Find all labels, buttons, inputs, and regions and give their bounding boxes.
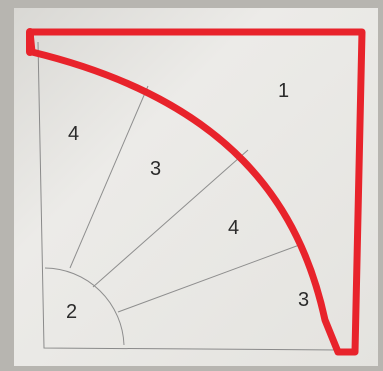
region-label-3-right: 3 <box>298 289 309 311</box>
region-label-3-middle: 3 <box>150 158 161 180</box>
pencil-ray-3 <box>117 243 303 313</box>
region-label-4-top: 4 <box>68 123 79 145</box>
pencil-small-arc <box>44 267 125 346</box>
pencil-ray-2 <box>92 149 249 288</box>
region-label-4-lower: 4 <box>228 217 239 239</box>
region-label-2: 2 <box>66 301 77 323</box>
pencil-square-edge <box>37 41 341 351</box>
region-label-1: 1 <box>278 80 289 102</box>
red-marker-outline <box>26 28 366 356</box>
paper-sheet <box>14 8 378 366</box>
pencil-ray-1 <box>69 85 149 269</box>
